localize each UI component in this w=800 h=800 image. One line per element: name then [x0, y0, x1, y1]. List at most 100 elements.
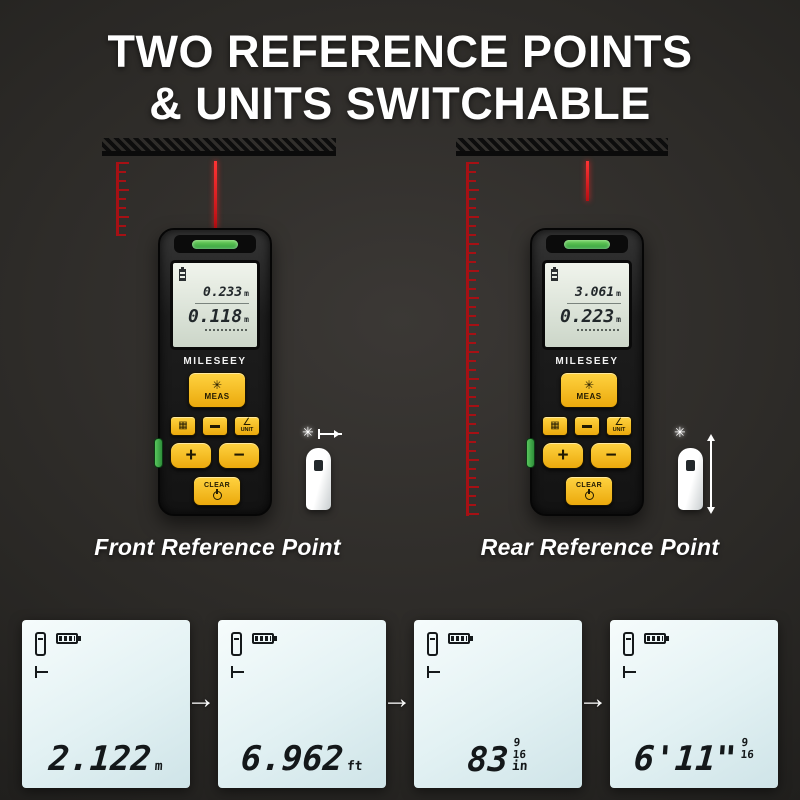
reading-value: 83: [466, 739, 510, 780]
reference-button: ▬: [574, 416, 600, 436]
unit-panel-feet-inches: 6'11" 9 16: [610, 620, 778, 788]
clear-button-label: CLEAR: [575, 482, 603, 489]
screen-segment-marks: [205, 329, 247, 331]
power-icon: [584, 489, 594, 500]
target-marker-right: ✳: [672, 424, 718, 518]
reference-button: ▬: [202, 416, 228, 436]
battery-icon: [56, 633, 81, 644]
reference-mark-icon: [35, 666, 49, 678]
device-icon: [231, 632, 242, 656]
battery-icon: [448, 633, 473, 644]
plus-button: +: [170, 442, 212, 469]
angle-icon: ∠: [614, 417, 624, 429]
secondary-value: 0.233: [203, 285, 243, 300]
battery-icon: [252, 633, 277, 644]
clear-button: CLEAR: [193, 476, 241, 506]
device-icon: [623, 632, 634, 656]
primary-unit: m: [616, 315, 621, 324]
reference-mark-icon: [427, 666, 441, 678]
unit-button: ∠UNIT: [606, 416, 632, 436]
page-title: TWO REFERENCE POINTS & UNITS SWITCHABLE: [0, 26, 800, 130]
function-button-row: ▦ ▬ ∠UNIT: [532, 416, 642, 436]
unit-panel-meters: 2.122 m: [22, 620, 190, 788]
angle-icon: ∠: [242, 417, 252, 429]
laser-beam-right: [586, 161, 589, 201]
reading-value: 6.962: [239, 739, 345, 780]
clear-button-label: CLEAR: [203, 482, 231, 489]
reading-unit: ft: [346, 758, 364, 774]
primary-value: 0.223: [559, 306, 615, 327]
secondary-unit: m: [616, 289, 621, 298]
direction-arrow-icon: [318, 429, 342, 439]
laser-star-icon: ✳: [583, 378, 595, 392]
reference-mark-icon: [623, 666, 637, 678]
battery-icon: [551, 267, 558, 281]
clear-button: CLEAR: [565, 476, 613, 506]
secondary-unit: m: [244, 289, 249, 298]
battery-icon: [179, 267, 186, 281]
battery-icon: [644, 633, 669, 644]
red-ruler-left: [116, 162, 129, 236]
meas-button: ✳ MEAS: [560, 372, 618, 408]
laser-aperture: [546, 235, 628, 253]
secondary-value: 3.061: [575, 285, 615, 300]
ceiling-hatch-right: [456, 138, 668, 156]
reading-fraction-den: 16: [740, 747, 755, 761]
arrow-right-icon: →: [382, 682, 412, 715]
laser-beam-left: [214, 161, 217, 229]
unit-button: ∠UNIT: [234, 416, 260, 436]
plus-button: +: [542, 442, 584, 469]
panel-reading: 6.962 ft: [217, 739, 387, 780]
target-marker-body: [678, 448, 703, 510]
unit-button-label: UNIT: [612, 427, 626, 434]
unit-panel-feet: 6.962 ft: [218, 620, 386, 788]
arrow-right-icon: →: [186, 682, 216, 715]
reading-fraction-num: 9: [513, 735, 521, 749]
reading-value: 2.122: [47, 739, 153, 780]
target-marker-left: ✳: [300, 424, 346, 518]
meas-button: ✳ MEAS: [188, 372, 246, 408]
title-line-2: & UNITS SWITCHABLE: [149, 78, 651, 130]
power-icon: [212, 489, 222, 500]
screen-divider: [567, 303, 621, 304]
laser-aperture: [174, 235, 256, 253]
device-icon: [427, 632, 438, 656]
bubble-level-icon: [192, 239, 238, 249]
arrow-right-icon: →: [578, 682, 608, 715]
reading-unit: m: [154, 758, 164, 774]
area-button: ▦: [170, 416, 196, 436]
minus-button: −: [590, 442, 632, 469]
height-arrow-icon: [707, 434, 715, 514]
meas-button-label: MEAS: [204, 392, 230, 401]
primary-unit: m: [244, 315, 249, 324]
side-laser-button: [154, 438, 163, 468]
red-ruler-right: [466, 162, 479, 516]
brand-label: MILESEEY: [183, 356, 247, 367]
screen-segment-marks: [577, 329, 619, 331]
brand-label: MILESEEY: [555, 356, 619, 367]
unit-panel-inches: 83 9 16 in: [414, 620, 582, 788]
area-button: ▦: [542, 416, 568, 436]
caption-rear-reference: Rear Reference Point: [480, 534, 720, 560]
panel-reading: 83 9 16 in: [413, 735, 584, 780]
area-icon: ▦: [178, 420, 188, 431]
title-line-1: TWO REFERENCE POINTS: [107, 26, 693, 77]
laser-burst-icon: ✳: [302, 424, 314, 440]
laser-burst-icon: ✳: [674, 424, 686, 440]
screen-divider: [195, 303, 249, 304]
unit-button-label: UNIT: [240, 427, 254, 434]
laser-star-icon: ✳: [211, 378, 223, 392]
ceiling-hatch-left: [102, 138, 336, 156]
meas-button-label: MEAS: [576, 392, 602, 401]
reference-icon: ▬: [582, 420, 592, 431]
reference-mark-icon: [231, 666, 245, 678]
plus-minus-row: + −: [160, 442, 270, 469]
device-icon: [35, 632, 46, 656]
